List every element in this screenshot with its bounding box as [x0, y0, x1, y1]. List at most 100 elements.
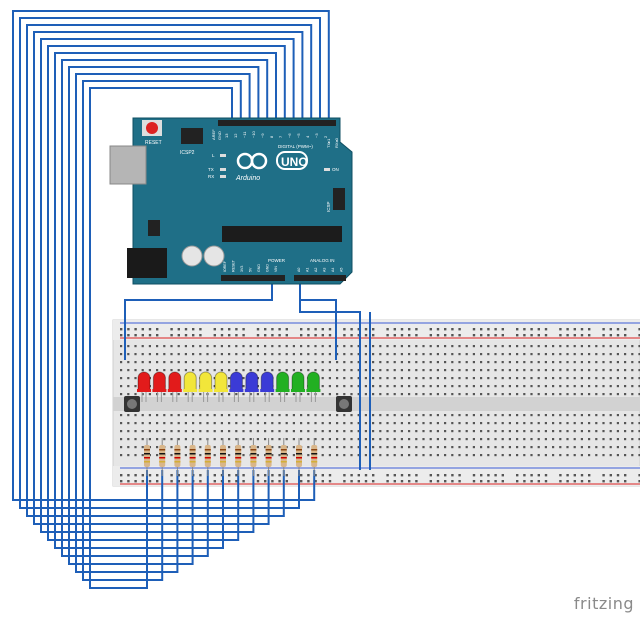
- push-button-right[interactable]: [336, 396, 352, 412]
- svg-text:TX: TX: [208, 167, 214, 172]
- breadboard: [112, 319, 640, 487]
- tx-pin-label: TX▸1: [326, 138, 331, 148]
- digital-pin-label: 8: [269, 135, 274, 138]
- digital-pin-label: 4: [305, 135, 310, 138]
- voltage-regulator: [148, 220, 160, 236]
- board-model-label: UNO: [281, 155, 308, 169]
- status-led-tx: TX: [208, 167, 226, 172]
- analog-pin-label: A3: [323, 268, 327, 272]
- yellow-led: [214, 371, 228, 402]
- blue-led: [260, 371, 275, 402]
- icsp2-label: ICSP2: [180, 150, 195, 156]
- svg-text:L: L: [212, 153, 215, 158]
- resistor: [189, 438, 196, 476]
- digital-pin-label: 7: [278, 135, 283, 138]
- gnd-label: GND: [217, 131, 222, 140]
- capacitor-1: [181, 245, 203, 267]
- aref-label: AREF: [211, 129, 216, 140]
- usb-port: [109, 145, 147, 185]
- resistor-row: [144, 438, 318, 476]
- board-logo-text: Arduino: [235, 175, 260, 182]
- signal-wire: [54, 52, 277, 549]
- power-pin-label: GND: [266, 264, 270, 272]
- resistor: [174, 438, 181, 476]
- push-button-left[interactable]: [124, 396, 140, 412]
- signal-wire: [89, 87, 233, 589]
- analog-pin-label: A4: [331, 268, 335, 272]
- rx-pin-label: RX◂0: [334, 137, 339, 148]
- resistor: [250, 438, 257, 476]
- power-pin-label: VIN: [274, 266, 278, 272]
- reset-label: RESET: [145, 140, 162, 146]
- analog-label: ANALOG IN: [310, 258, 335, 263]
- capacitor-2: [203, 245, 225, 267]
- resistor: [265, 438, 272, 476]
- icsp-header: [333, 188, 345, 210]
- red-led: [152, 371, 167, 402]
- resistor: [220, 438, 226, 476]
- atmega-chip: [222, 226, 342, 242]
- arduino-logo: [236, 151, 308, 170]
- reset-button[interactable]: [146, 122, 158, 134]
- digital-pin-label: ~10: [251, 130, 256, 138]
- status-led-on: ON: [324, 167, 339, 172]
- digital-pin-label: ~6: [287, 133, 292, 138]
- power-label: POWER: [268, 258, 286, 263]
- signal-wire: [82, 80, 242, 581]
- icsp2-header: [181, 128, 203, 144]
- resistor: [280, 438, 287, 476]
- power-jack: [127, 248, 167, 278]
- digital-pin-label: 13: [224, 133, 229, 138]
- resistor: [296, 438, 302, 476]
- analog-pin-label: A0: [297, 268, 301, 272]
- signal-wire: [19, 17, 321, 509]
- blue-led: [229, 371, 244, 402]
- breadboard-holes: [120, 328, 640, 483]
- digital-pin-label: ~9: [260, 133, 265, 138]
- wire-bundle: [12, 10, 371, 589]
- digital-pin-label: ~3: [314, 133, 319, 138]
- power-header: [221, 275, 285, 281]
- digital-header: [218, 120, 336, 126]
- resistor: [204, 438, 211, 476]
- blue-led: [244, 371, 259, 402]
- power-pin-label: GND: [257, 264, 261, 272]
- red-led: [137, 371, 151, 402]
- power-pin-label: IOREF: [223, 260, 227, 272]
- yellow-led: [183, 371, 198, 402]
- status-led-rx: RX: [208, 174, 226, 179]
- signal-wire: [47, 45, 286, 541]
- arduino-uno-board: RESET ICSP2 DIGITAL (PWM~) AREF GND TX▸1…: [109, 117, 353, 285]
- red-led: [167, 371, 182, 402]
- svg-text:ON: ON: [332, 167, 339, 172]
- svg-text:RX: RX: [208, 174, 214, 179]
- signal-wire: [61, 59, 269, 557]
- power-wire: [299, 282, 361, 470]
- yellow-led: [198, 371, 213, 402]
- analog-pin-label: A1: [306, 268, 310, 272]
- status-led-l: L: [212, 153, 226, 158]
- green-led: [291, 371, 305, 402]
- digital-pin-label: 2: [323, 135, 328, 138]
- power-pin-label: RESET: [232, 259, 236, 272]
- digital-pin-label: ~11: [242, 131, 247, 138]
- analog-pin-label: A5: [340, 268, 344, 272]
- icsp-label: ICSP: [326, 201, 331, 212]
- resistor: [311, 438, 318, 476]
- analog-pin-label: A2: [314, 268, 318, 272]
- green-led: [275, 371, 290, 402]
- resistor: [159, 438, 166, 476]
- green-led: [306, 371, 321, 402]
- power-pin-label: 5V: [249, 267, 253, 272]
- led-row: [137, 371, 321, 402]
- signal-wire: [12, 10, 330, 501]
- resistor: [235, 438, 242, 476]
- power-pin-label: 3V3: [240, 266, 244, 272]
- digital-pin-label: 12: [233, 133, 238, 138]
- digital-label: DIGITAL (PWM~): [278, 144, 313, 149]
- resistor: [144, 438, 150, 476]
- fritzing-watermark: fritzing: [573, 594, 634, 613]
- power-wire: [124, 282, 273, 360]
- digital-pin-label: ~5: [296, 133, 301, 138]
